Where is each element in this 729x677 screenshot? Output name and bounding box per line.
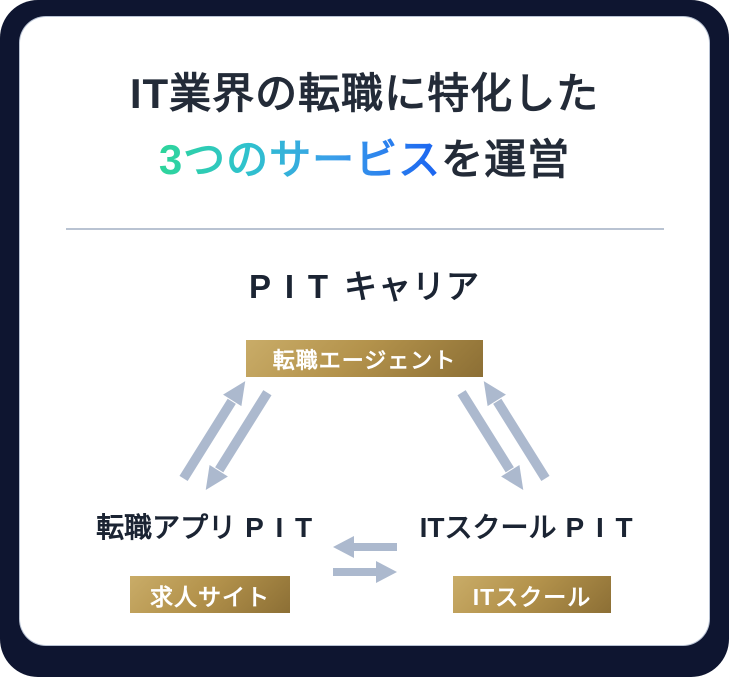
pit-career-jp: キャリア bbox=[343, 268, 480, 305]
title-highlight: 3つのサービス bbox=[158, 136, 442, 183]
up-arrow-head bbox=[223, 381, 246, 407]
title-line-1: IT業界の転職に特化した bbox=[129, 70, 600, 117]
up-arrow-head bbox=[483, 381, 506, 407]
pit-career-badge: 転職エージェント bbox=[245, 340, 484, 377]
down-arrow-head bbox=[501, 464, 524, 490]
left-arrow-shaft bbox=[350, 543, 397, 551]
pit-career-latin: PIT bbox=[249, 268, 342, 305]
pit-school-badge: ITスクール bbox=[452, 576, 612, 613]
down-arrow-head bbox=[205, 464, 228, 490]
right-arrow-shaft bbox=[333, 568, 380, 576]
node-pit-career: PITキャリア 転職エージェント bbox=[20, 268, 709, 377]
divider bbox=[65, 228, 664, 230]
down-arrow-shaft bbox=[215, 390, 272, 473]
node-pit-school: ITスクール PIT ITスクール bbox=[392, 512, 672, 613]
pit-school-jp: ITスクール bbox=[419, 512, 557, 543]
pit-school-latin: PIT bbox=[565, 512, 645, 543]
pit-app-jp: 転職アプリ bbox=[96, 512, 237, 543]
node-pit-career-title: PITキャリア bbox=[20, 268, 709, 306]
node-pit-app-title: 転職アプリ PIT bbox=[75, 512, 345, 544]
down-arrow-shaft bbox=[457, 390, 514, 473]
title-rest: を運営 bbox=[441, 136, 571, 183]
service-diagram: PITキャリア 転職エージェント bbox=[20, 230, 709, 643]
node-pit-school-title: ITスクール PIT bbox=[392, 512, 672, 544]
left-arrow-head bbox=[333, 536, 354, 558]
exchange-arrows-career-app bbox=[179, 381, 272, 490]
right-arrow-head bbox=[376, 561, 397, 583]
pit-app-latin: PIT bbox=[245, 512, 324, 543]
exchange-arrows-career-school bbox=[457, 381, 550, 490]
title-line-2: 3つのサービスを運営 bbox=[20, 127, 709, 193]
node-pit-app: 転職アプリ PIT 求人サイト bbox=[75, 512, 345, 613]
header: IT業界の転職に特化した 3つのサービスを運営 bbox=[20, 17, 709, 193]
infographic-card: IT業界の転職に特化した 3つのサービスを運営 PITキャリア 転職エージェント bbox=[20, 17, 709, 645]
exchange-arrows-app-school bbox=[333, 536, 397, 583]
pit-app-badge: 求人サイト bbox=[130, 576, 290, 613]
up-arrow-shaft bbox=[179, 398, 236, 481]
up-arrow-shaft bbox=[493, 398, 550, 481]
